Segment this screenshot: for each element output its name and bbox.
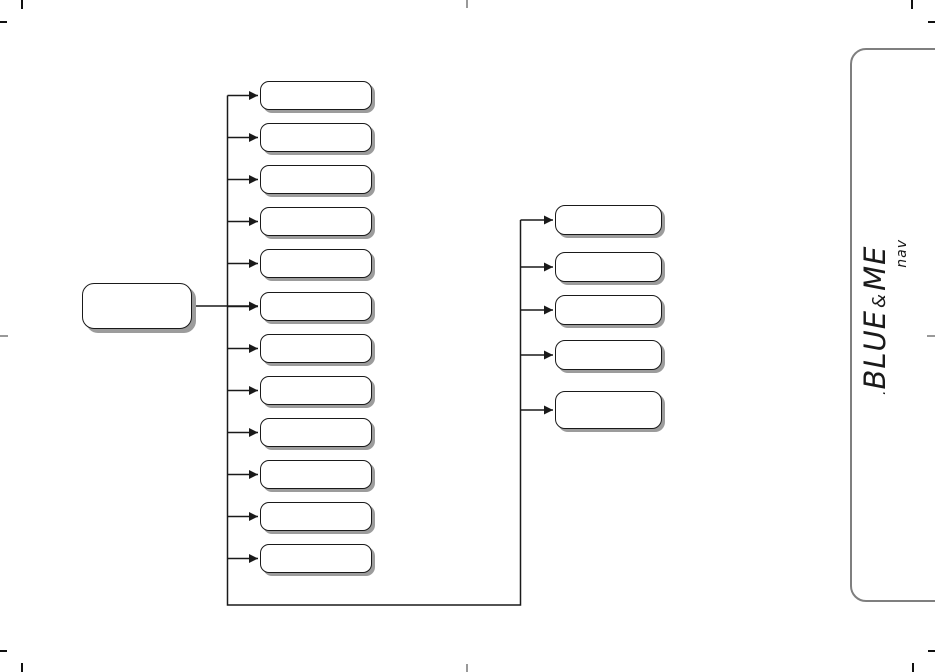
menu-node-l2-2 [555,252,662,282]
menu-node-l1-10 [260,460,372,489]
crop-mark-left-center [0,335,8,337]
crop-mark-top-left-v [21,0,23,9]
menu-node-l1-4 [260,207,372,236]
crop-mark-right-center [927,335,935,337]
logo-sub-text: nav [894,239,910,268]
menu-node-l2-3 [555,295,662,325]
crop-mark-top-right-h [928,21,935,23]
menu-node-l2-5 [555,391,662,429]
logo-ampersand: & [869,292,890,308]
crop-mark-bottom-right-v [912,663,914,672]
blue-and-me-nav-logo: .BLUE&ME nav [858,225,910,395]
menu-node-l1-5 [260,249,372,278]
crop-mark-bottom-right-h [928,650,935,652]
crop-mark-bottom-center [466,664,468,672]
crop-mark-top-left-h [0,21,7,23]
menu-node-l2-1 [555,205,662,235]
menu-node-l1-11 [260,502,372,531]
crop-mark-top-center [466,0,468,8]
menu-node-l1-12 [260,544,372,573]
crop-mark-top-right-v [911,0,913,9]
root-menu-node [82,283,192,329]
crop-mark-bottom-left-v [21,663,23,672]
logo-brand-text: .BLUE&ME [858,245,892,395]
menu-node-l1-8 [260,376,372,405]
menu-node-l1-6 [260,292,372,321]
menu-node-l1-2 [260,123,372,152]
menu-node-l1-7 [260,334,372,363]
crop-mark-bottom-left-h [0,650,7,652]
menu-node-l1-9 [260,418,372,447]
menu-node-l1-1 [260,81,372,110]
trunk-path [226,95,522,606]
brand-panel [850,48,935,602]
menu-node-l1-3 [260,165,372,194]
menu-node-l2-4 [555,340,662,370]
